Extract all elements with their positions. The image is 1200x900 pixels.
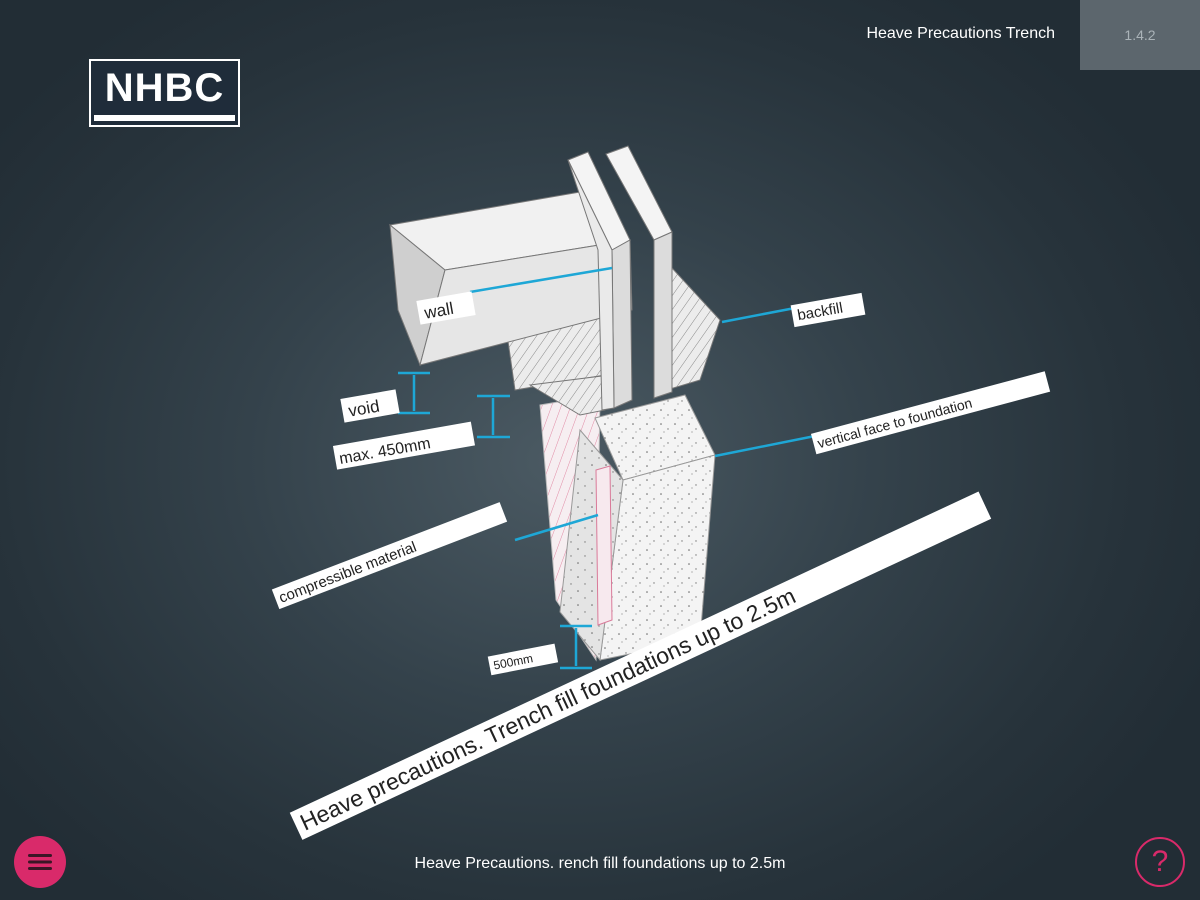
label-max-depth-group: max. 450mm <box>332 421 475 470</box>
logo-underline <box>94 115 235 121</box>
label-vertical-face-group: vertical face to foundation <box>810 371 1051 455</box>
label-compressible: compressible material <box>277 539 419 607</box>
page-number: 1.4.2 <box>1124 27 1156 43</box>
help-button[interactable]: ? <box>1135 837 1185 887</box>
menu-button[interactable] <box>14 836 66 888</box>
question-mark-icon: ? <box>1151 845 1169 878</box>
label-void-group: void <box>340 389 400 423</box>
floor-slab <box>388 191 633 367</box>
nhbc-logo: NHBC <box>89 59 240 127</box>
header-title: Heave Precautions Trench <box>866 25 1055 42</box>
diagram-title: Heave precautions. Trench fill foundatio… <box>296 582 799 835</box>
label-wall-group: wall <box>416 291 476 325</box>
cavity-wall <box>567 145 673 411</box>
logo-text: NHBC <box>104 65 225 110</box>
label-backfill-group: backfill <box>790 292 866 328</box>
label-compressible-group: compressible material <box>271 502 508 610</box>
label-wall: wall <box>422 299 455 323</box>
foundation-block <box>539 394 716 662</box>
label-vertical-face: vertical face to foundation <box>816 394 974 451</box>
bottom-caption: Heave Precautions. rench fill foundation… <box>414 855 786 872</box>
page-number-badge: 1.4.2 <box>1080 0 1200 70</box>
leader-lines <box>398 266 821 670</box>
label-depth-500-group: 500mm <box>487 643 559 676</box>
hamburger-menu-icon <box>28 854 52 870</box>
